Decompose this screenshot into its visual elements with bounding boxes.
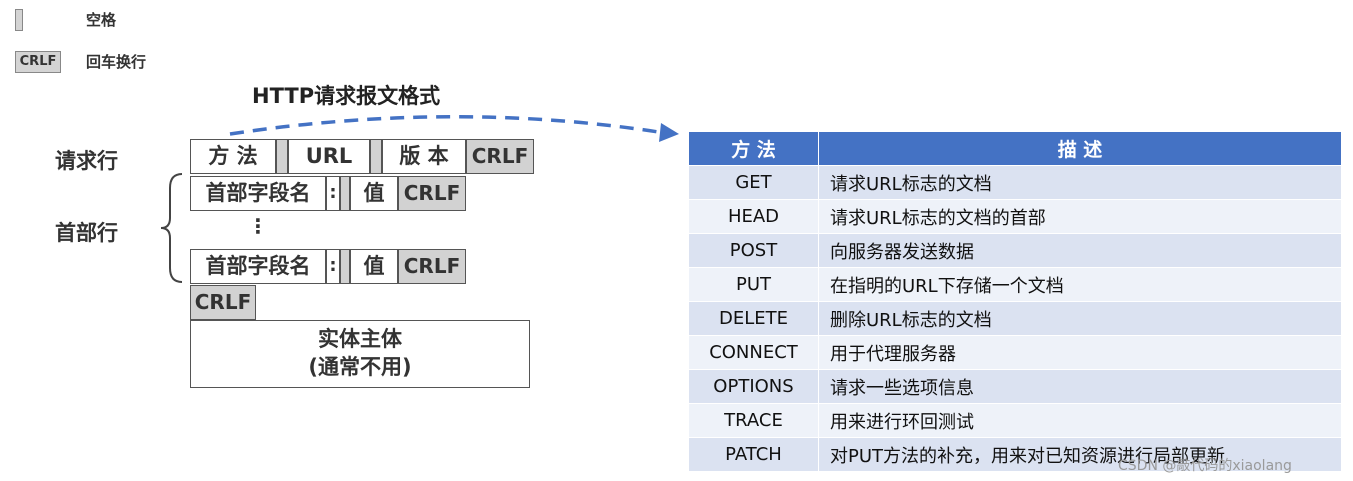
header-field-cell: 首部字段名 <box>190 176 326 211</box>
method-cell: DELETE <box>688 301 819 336</box>
crlf-cell: CRLF <box>398 176 466 211</box>
crlf-swatch: CRLF <box>15 51 61 73</box>
legend-space-label: 空格 <box>86 11 117 29</box>
method-column-header: 方 法 <box>688 131 819 166</box>
space-cell <box>340 249 350 284</box>
header-lines-label: 首部行 <box>55 221 118 245</box>
space-cell <box>340 176 350 211</box>
header-value-cell: 值 <box>350 176 398 211</box>
description-cell: 用来进行环回测试 <box>818 403 1342 438</box>
description-column-header: 描 述 <box>818 131 1342 166</box>
method-cell: 方 法 <box>190 139 276 174</box>
url-cell: URL <box>288 139 370 174</box>
crlf-cell: CRLF <box>398 249 466 284</box>
header-field-cell: 首部字段名 <box>190 249 326 284</box>
dashed-arrow-icon <box>229 115 679 142</box>
method-cell: HEAD <box>688 199 819 234</box>
method-cell: CONNECT <box>688 335 819 370</box>
description-cell: 删除URL标志的文档 <box>818 301 1342 336</box>
method-cell: POST <box>688 233 819 268</box>
version-cell: 版 本 <box>382 139 466 174</box>
entity-body-cell: 实体主体 (通常不用) <box>190 320 530 388</box>
blank-line-crlf-cell: CRLF <box>190 285 256 320</box>
legend-crlf-label: 回车换行 <box>86 53 147 71</box>
method-cell: OPTIONS <box>688 369 819 404</box>
colon-cell: : <box>326 176 340 211</box>
space-swatch <box>15 9 23 31</box>
table-header-row: 方 法 描 述 <box>688 131 1342 166</box>
description-cell: 请求一些选项信息 <box>818 369 1342 404</box>
ellipsis: ⋮ <box>248 214 268 238</box>
method-cell: PUT <box>688 267 819 302</box>
method-cell: GET <box>688 165 819 200</box>
entity-body-note: (通常不用) <box>308 355 412 379</box>
description-cell: 请求URL标志的文档 <box>818 165 1342 200</box>
description-cell: 向服务器发送数据 <box>818 233 1342 268</box>
method-cell: TRACE <box>688 403 819 438</box>
entity-body-title: 实体主体 <box>318 327 402 351</box>
description-cell: 用于代理服务器 <box>818 335 1342 370</box>
crlf-cell: CRLF <box>466 139 534 174</box>
method-cell: PATCH <box>688 437 819 472</box>
watermark-text: CSDN @敲代码的xiaolang <box>1118 458 1292 474</box>
brace-icon <box>160 173 183 283</box>
space-cell <box>370 139 382 174</box>
space-cell <box>276 139 288 174</box>
diagram-title: HTTP请求报文格式 <box>252 84 441 108</box>
header-value-cell: 值 <box>350 249 398 284</box>
request-line-label: 请求行 <box>55 149 118 173</box>
description-cell: 请求URL标志的文档的首部 <box>818 199 1342 234</box>
description-cell: 在指明的URL下存储一个文档 <box>818 267 1342 302</box>
description-cell: 对PUT方法的补充，用来对已知资源进行局部更新 <box>818 437 1342 472</box>
colon-cell: : <box>326 249 340 284</box>
